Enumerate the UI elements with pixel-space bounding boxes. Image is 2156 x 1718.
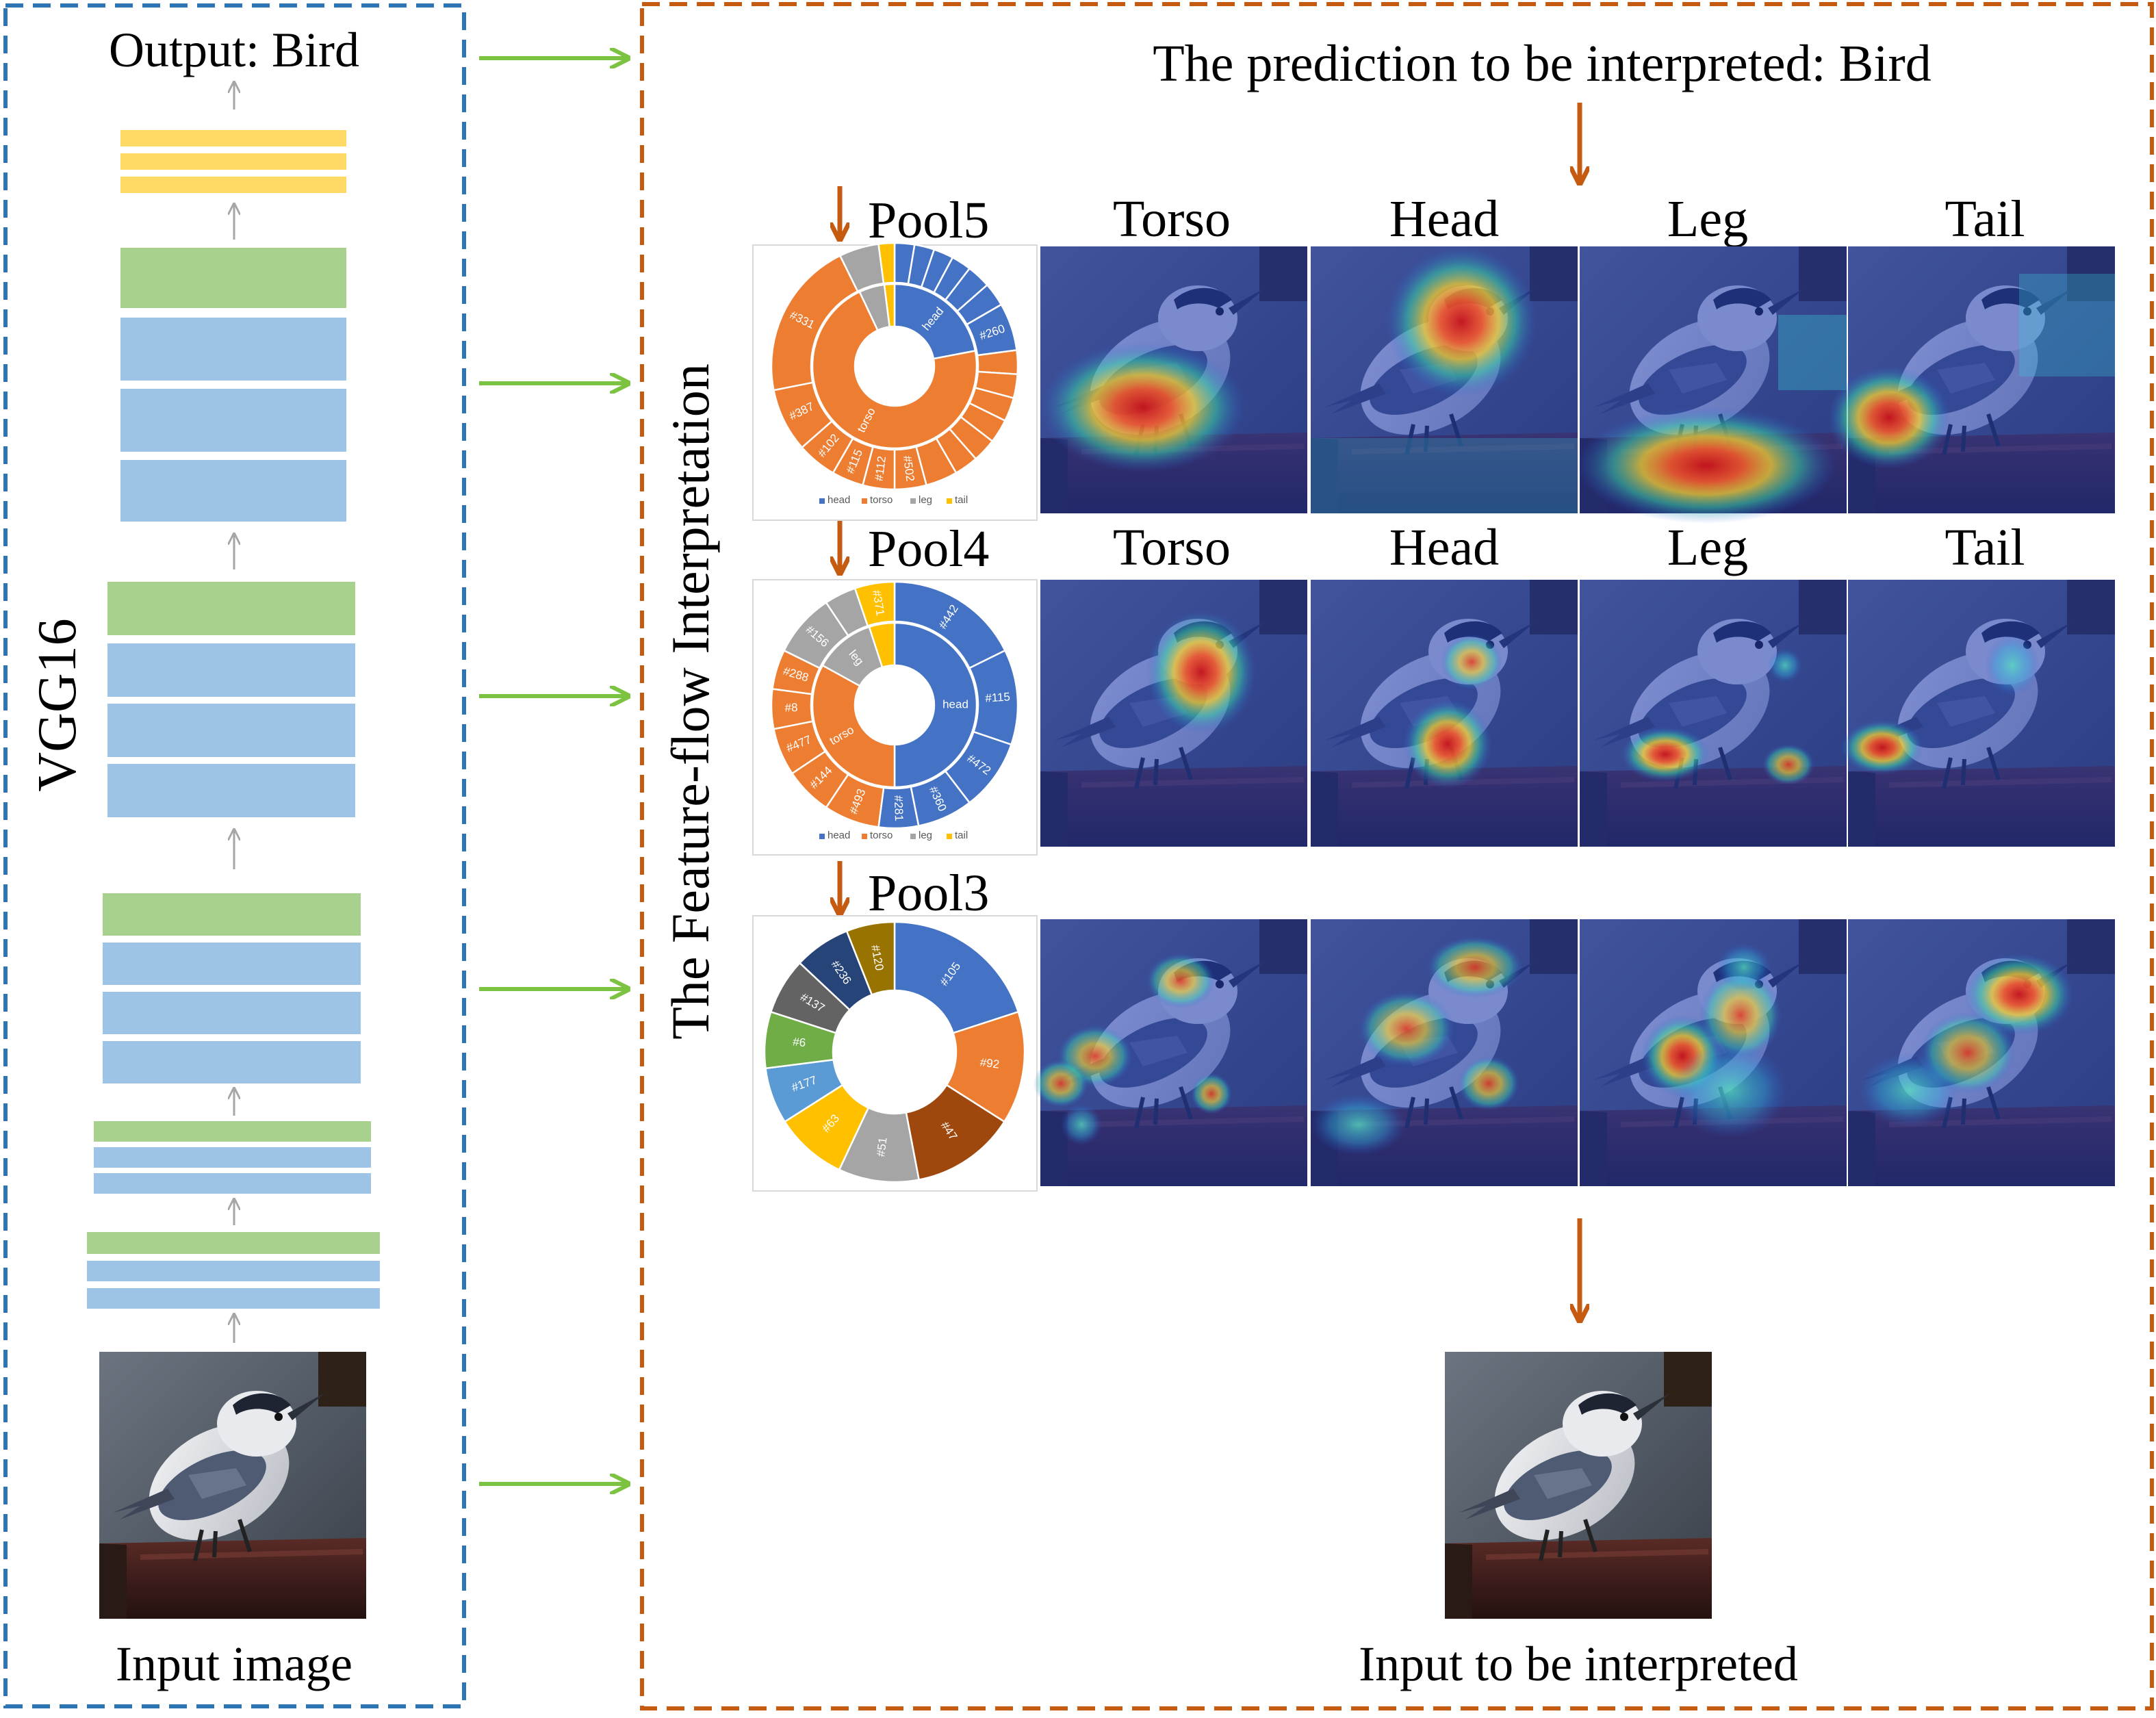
conv-layer [120, 389, 346, 452]
donut-outer-label: #51 [874, 1137, 889, 1158]
fc-layer [120, 153, 346, 170]
donut-chart-pool5: headtorso#260#502#112#115#102#387#331hea… [770, 242, 1019, 506]
legend-swatch [947, 834, 952, 839]
donut-outer-label: #502 [901, 455, 917, 483]
heatmap-pool5-tail [1827, 246, 2115, 513]
conv-layer [103, 943, 361, 985]
donut-outer-label: #8 [784, 701, 798, 715]
donut-chart-pool4: headtorsoleg#442#115#472#360#281#493#144… [770, 580, 1019, 841]
donut-outer-slice [893, 921, 1020, 1034]
heatmap-pool5-torso [1040, 246, 1307, 513]
donut-inner-slice [893, 283, 977, 360]
donut-outer-slice [877, 242, 896, 285]
fc-layer [120, 130, 346, 146]
layer-name-pool5: Pool5 [868, 192, 989, 249]
donut-inner-slice [883, 283, 896, 328]
heatmap-pool4-leg [1580, 580, 1847, 847]
conv-layer [120, 318, 346, 381]
conv-layer [120, 460, 346, 522]
prediction-label: The prediction to be interpreted: Bird [1153, 35, 1932, 92]
pool-layer [94, 1121, 371, 1142]
input-to-interpret-image [1445, 1352, 1712, 1619]
conv-layer [103, 992, 361, 1034]
donut-outer-label: #6 [792, 1035, 806, 1049]
heatmap-pool3-col3 [1580, 919, 1847, 1186]
donut-chart-pool3: #105#92#47#51#63#177#6#137#236#120 [763, 921, 1026, 1183]
vgg16-label: VGG16 [27, 618, 88, 791]
legend-label: tail [955, 494, 968, 506]
heatmap-pool4-tail [1841, 580, 2115, 847]
donut-outer-label: #112 [872, 455, 888, 482]
input-image-label: Input image [116, 1637, 352, 1691]
donut-inner-slice [811, 290, 978, 450]
heatmap-pool3-col1 [1034, 919, 1307, 1186]
legend-swatch [947, 498, 952, 504]
vgg16-panel-border [3, 3, 466, 1708]
donut-inner-slice [811, 664, 896, 789]
network-layer-stack [87, 130, 380, 1309]
conv-layer [107, 643, 355, 697]
layer-name-pool4: Pool4 [868, 520, 989, 578]
donut-inner-label: head [942, 697, 968, 710]
column-label-torso: Torso [1113, 190, 1231, 248]
legend-swatch [819, 498, 825, 504]
donut-outer-slice [845, 921, 896, 996]
donut-outer-label: #281 [892, 795, 906, 821]
pool-layer [87, 1232, 380, 1254]
pool-layer [120, 248, 346, 308]
legend-label: head [827, 830, 850, 841]
heatmap-pool5-head [1311, 246, 1578, 513]
conv-layer [94, 1147, 371, 1168]
legend-swatch [910, 498, 916, 504]
pool-layer [107, 582, 355, 635]
legend-swatch [862, 834, 867, 839]
donut-outer-slice [976, 349, 1019, 376]
column-label-torso: Torso [1113, 519, 1231, 576]
heatmap-pool4-torso [1040, 580, 1307, 847]
column-label-leg: Leg [1667, 190, 1748, 248]
heatmap-pool5-leg [1576, 246, 1847, 524]
legend-label: head [827, 494, 850, 506]
heatmap-pool3-col2 [1311, 919, 1578, 1186]
column-label-leg: Leg [1667, 519, 1748, 576]
conv-layer [103, 1041, 361, 1084]
input-image [99, 1352, 366, 1619]
legend-swatch [862, 498, 867, 504]
donut-charts: headtorso#260#502#112#115#102#387#331hea… [763, 242, 1026, 1183]
interpretation-panel-border [640, 2, 2154, 1710]
legend-label: torso [870, 494, 893, 506]
column-label-tail: Tail [1945, 519, 2025, 576]
feature-flow-title: The Feature-flow Interpretation [660, 363, 720, 1040]
heatmap-pool3-col4 [1848, 919, 2115, 1186]
conv-layer [87, 1288, 380, 1309]
donut-outer-label: #115 [985, 690, 1011, 704]
pool-layer [103, 893, 361, 936]
layer-name-pool3: Pool3 [868, 864, 989, 922]
input-to-interpret-label: Input to be interpreted [1359, 1637, 1798, 1691]
conv-layer [107, 704, 355, 757]
column-label-head: Head [1389, 190, 1499, 248]
legend-swatch [819, 834, 825, 839]
conv-layer [107, 764, 355, 817]
donut-inner-slice [868, 621, 896, 669]
legend-swatch [910, 834, 916, 839]
output-label: Output: Bird [109, 23, 359, 77]
panel-connector-arrows [479, 58, 628, 1484]
legend-label: leg [919, 830, 932, 841]
fc-layer [120, 177, 346, 193]
donut-inner-slice [893, 621, 978, 789]
donut-outer-label: #92 [979, 1055, 1001, 1070]
column-label-head: Head [1389, 519, 1499, 576]
heatmap-pool4-head [1311, 580, 1578, 847]
column-label-tail: Tail [1945, 190, 2025, 248]
legend-label: tail [955, 830, 968, 841]
conv-layer [94, 1173, 371, 1194]
donut-outer-slice [854, 580, 896, 628]
conv-layer [87, 1261, 380, 1281]
legend-label: torso [870, 830, 893, 841]
legend-label: leg [919, 494, 932, 506]
